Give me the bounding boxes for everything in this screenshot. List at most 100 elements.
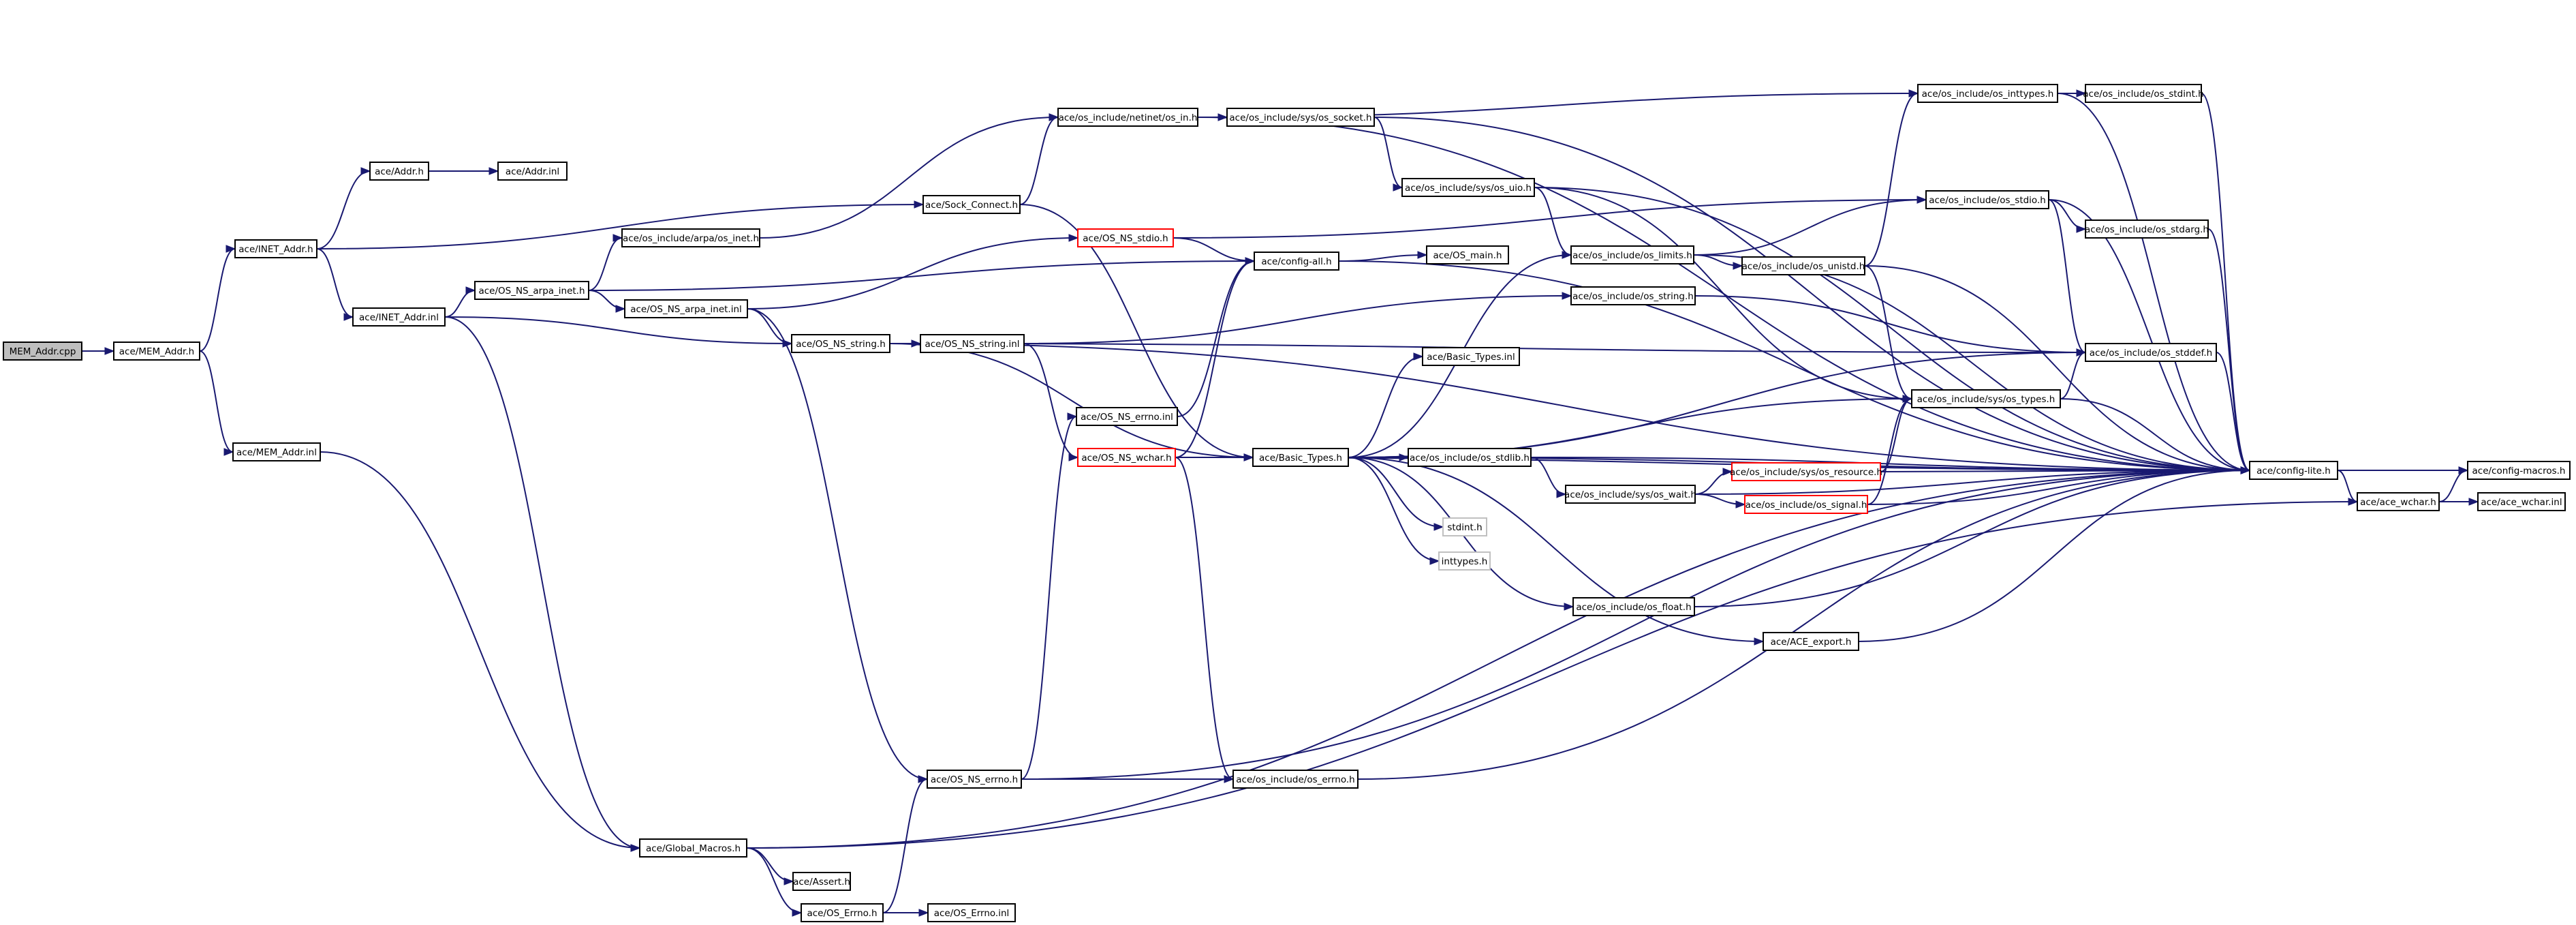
node-os-ns-errno-h[interactable]: ace/OS_NS_errno.h: [927, 770, 1022, 789]
node-label: ace/os_include/netinet/os_in.h: [1059, 112, 1198, 123]
node-label: ace/os_include/os_stdio.h: [1929, 195, 2046, 206]
node-label: ace/OS_NS_string.inl: [925, 339, 1019, 350]
node-label: ace/OS_Errno.inl: [934, 908, 1010, 919]
arrowhead-sys-os-resource-h: [1722, 468, 1733, 476]
node-box: [621, 228, 760, 247]
node-label: ace/Addr.inl: [506, 166, 559, 177]
node-basic-types-inl[interactable]: ace/Basic_Types.inl: [1422, 347, 1520, 366]
node-ace-export-h[interactable]: ace/ACE_export.h: [1763, 632, 1859, 651]
edge-basic-types-h-to-inttypes-h: [1348, 457, 1440, 562]
node-mem-addr-cpp[interactable]: MEM_Addr.cpp: [3, 342, 82, 361]
node-os-stdint-h[interactable]: ace/os_include/os_stdint.h: [2083, 84, 2204, 103]
arrowhead-os-float-h: [1564, 603, 1574, 611]
node-box: [1570, 245, 1694, 264]
arrowhead-config-lite-h: [2240, 466, 2251, 474]
node-label: ace/os_include/sys/os_socket.h: [1229, 112, 1371, 123]
arrowhead-os-ns-arpa-inet-h: [465, 286, 476, 294]
node-box: [1731, 462, 1881, 481]
edge-os-arpa-inet-h-to-netinet-os-in-h: [759, 117, 1059, 239]
node-os-stdio-h[interactable]: ace/os_include/os_stdio.h: [1925, 190, 2049, 209]
dependency-edges: [82, 89, 2479, 917]
arrowhead-os-arpa-inet-h: [612, 234, 623, 242]
node-assert-h[interactable]: ace/Assert.h: [792, 872, 851, 891]
edge-inet-addr-h-to-sock-connect-h: [316, 204, 924, 249]
node-mem-addr-inl[interactable]: ace/MEM_Addr.inl: [232, 442, 321, 461]
node-os-ns-errno-inl[interactable]: ace/OS_NS_errno.inl: [1076, 407, 1178, 426]
node-ace-wchar-h[interactable]: ace/ace_wchar.h: [2357, 492, 2440, 511]
edge-inet-addr-inl-to-os-ns-arpa-inet-h: [444, 290, 476, 318]
node-box: [920, 334, 1025, 353]
node-label: ace/OS_NS_arpa_inet.h: [478, 286, 585, 297]
arrowhead-global-macros-h: [630, 844, 641, 852]
node-box: [369, 162, 429, 181]
arrowhead-os-stdint-h: [2076, 89, 2087, 97]
node-os-errno-inl[interactable]: ace/OS_Errno.inl: [927, 903, 1016, 922]
arrowhead-config-macros-h: [2458, 466, 2469, 474]
node-os-main-h[interactable]: ace/OS_main.h: [1426, 245, 1509, 264]
edge-os-ns-arpa-inet-inl-to-os-ns-string-h: [747, 308, 792, 344]
node-inttypes-h[interactable]: inttypes.h: [1438, 551, 1491, 571]
edge-global-macros-h-to-config-lite-h: [746, 470, 2250, 849]
node-global-macros-h[interactable]: ace/Global_Macros.h: [639, 838, 747, 858]
node-os-float-h[interactable]: ace/os_include/os_float.h: [1572, 597, 1695, 616]
node-box: [113, 342, 200, 361]
edge-os-signal-h-to-sys-os-types-h: [1867, 398, 1912, 505]
edge-global-macros-h-to-ace-wchar-h: [746, 501, 2358, 849]
node-os-stdarg-h[interactable]: ace/os_include/os_stdarg.h: [2085, 219, 2209, 239]
node-addr-h[interactable]: ace/Addr.h: [369, 162, 429, 181]
node-label: ace/ACE_export.h: [1771, 637, 1852, 648]
node-box: [639, 838, 747, 858]
arrowhead-os-ns-wchar-h: [1068, 453, 1079, 461]
node-config-lite-h[interactable]: ace/config-lite.h: [2249, 461, 2338, 480]
node-os-unistd-h[interactable]: ace/os_include/os_unistd.h: [1741, 256, 1865, 275]
node-label: stdint.h: [1447, 522, 1482, 533]
node-os-ns-wchar-h[interactable]: ace/OS_NS_wchar.h: [1077, 448, 1176, 467]
node-os-stddef-h[interactable]: ace/os_include/os_stddef.h: [2085, 343, 2217, 362]
node-sock-connect-h[interactable]: ace/Sock_Connect.h: [922, 195, 1021, 214]
node-sys-os-uio-h[interactable]: ace/os_include/sys/os_uio.h: [1401, 178, 1535, 197]
node-box: [791, 334, 890, 353]
node-os-stdlib-h[interactable]: ace/os_include/os_stdlib.h: [1408, 448, 1532, 467]
node-os-limits-h[interactable]: ace/os_include/os_limits.h: [1570, 245, 1694, 264]
edge-ace-wchar-h-to-config-macros-h: [2438, 470, 2468, 502]
node-box: [2085, 343, 2217, 362]
node-os-errno-h[interactable]: ace/os_include/os_errno.h: [1232, 770, 1359, 789]
node-mem-addr-h[interactable]: ace/MEM_Addr.h: [113, 342, 200, 361]
node-config-all-h[interactable]: ace/config-all.h: [1254, 252, 1339, 271]
node-box: [1408, 448, 1532, 467]
node-label: ace/os_include/arpa/os_inet.h: [623, 233, 759, 244]
node-box: [2467, 461, 2571, 480]
node-label: ace/os_include/os_string.h: [1572, 291, 1694, 302]
arrowhead-netinet-os-in-h: [1049, 113, 1059, 121]
node-label: ace/config-macros.h: [2472, 466, 2566, 476]
edge-os-unistd-h-to-config-lite-h: [1864, 265, 2250, 471]
node-box: [1426, 245, 1509, 264]
node-os-string-h[interactable]: ace/os_include/os_string.h: [1570, 286, 1696, 305]
node-os-ns-string-h[interactable]: ace/OS_NS_string.h: [791, 334, 890, 353]
arrowhead-os-ns-stdio-h: [1068, 234, 1079, 242]
node-basic-types-h[interactable]: ace/Basic_Types.h: [1252, 448, 1349, 467]
node-config-macros-h[interactable]: ace/config-macros.h: [2467, 461, 2571, 480]
node-os-inttypes-h[interactable]: ace/os_include/os_inttypes.h: [1917, 84, 2058, 103]
node-inet-addr-h[interactable]: ace/INET_Addr.h: [234, 239, 317, 258]
node-sys-os-types-h[interactable]: ace/os_include/sys/os_types.h: [1911, 389, 2061, 408]
node-os-signal-h[interactable]: ace/os_include/os_signal.h: [1744, 495, 1868, 514]
node-os-ns-arpa-inet-h[interactable]: ace/OS_NS_arpa_inet.h: [474, 281, 589, 300]
node-ace-wchar-inl[interactable]: ace/ace_wchar.inl: [2477, 492, 2566, 511]
node-stdint-h[interactable]: stdint.h: [1442, 517, 1487, 536]
node-box: [1572, 597, 1695, 616]
node-inet-addr-inl[interactable]: ace/INET_Addr.inl: [352, 307, 446, 327]
node-os-ns-arpa-inet-inl[interactable]: ace/OS_NS_arpa_inet.inl: [624, 299, 748, 318]
node-addr-inl[interactable]: ace/Addr.inl: [497, 162, 568, 181]
node-sys-os-wait-h[interactable]: ace/os_include/sys/os_wait.h: [1564, 485, 1696, 504]
node-os-ns-string-inl[interactable]: ace/OS_NS_string.inl: [920, 334, 1025, 353]
node-sys-os-socket-h[interactable]: ace/os_include/sys/os_socket.h: [1226, 108, 1375, 127]
arrowhead-os-stdarg-h: [2076, 225, 2087, 233]
node-netinet-os-in-h[interactable]: ace/os_include/netinet/os_in.h: [1057, 108, 1198, 127]
node-os-arpa-inet-h[interactable]: ace/os_include/arpa/os_inet.h: [621, 228, 760, 247]
node-os-errno-cap-h[interactable]: ace/OS_Errno.h: [801, 903, 884, 922]
node-label: ace/os_include/os_stdlib.h: [1410, 453, 1530, 464]
node-os-ns-stdio-h[interactable]: ace/OS_NS_stdio.h: [1077, 228, 1174, 247]
node-sys-os-resource-h[interactable]: ace/os_include/sys/os_resource.h: [1730, 462, 1882, 481]
